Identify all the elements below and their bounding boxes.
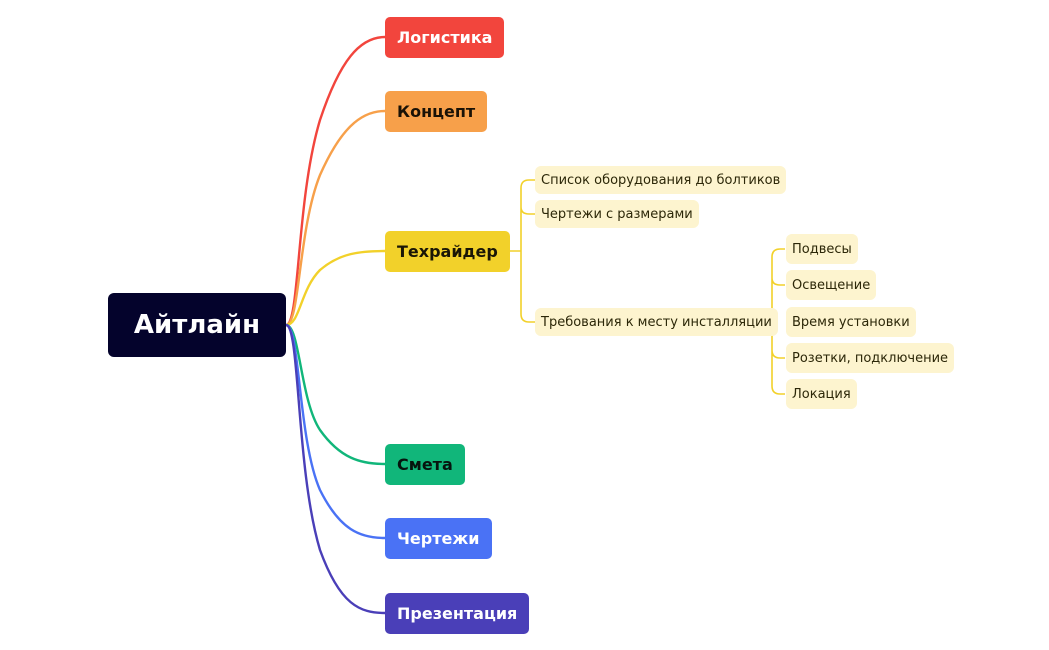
root-node[interactable]: Айтлайн [108, 293, 286, 357]
techrider-item-installation-requirements[interactable]: Требования к месту инсталляции [535, 308, 778, 336]
techrider-item-drawings-dimensions[interactable]: Чертежи с размерами [535, 200, 699, 228]
connector-root-logistika [285, 35, 386, 327]
connector-techrider-items [509, 179, 536, 323]
connector-root-techrider [285, 249, 386, 327]
branch-logistika[interactable]: Логистика [385, 17, 505, 58]
connector-root-smeta [285, 323, 386, 466]
requirement-item-osveshchenie[interactable]: Освещение [786, 270, 877, 300]
branch-kontsept[interactable]: Концепт [385, 91, 488, 132]
branch-chertezhi[interactable]: Чертежи [385, 518, 492, 559]
techrider-item-equipment-list[interactable]: Список оборудования до болтиков [535, 166, 787, 194]
branch-smeta[interactable]: Смета [385, 444, 465, 485]
connector-root-kontsept [285, 109, 386, 327]
requirement-item-podvesy[interactable]: Подвесы [786, 234, 858, 264]
requirement-item-rozetki[interactable]: Розетки, подключение [786, 343, 955, 373]
requirement-item-lokatsiya[interactable]: Локация [786, 379, 857, 409]
connector-root-prezentatsiya [285, 323, 386, 615]
requirement-item-vremya-ustanovki[interactable]: Время установки [786, 307, 916, 337]
branch-prezentatsiya[interactable]: Презентация [385, 593, 530, 634]
branch-techrider[interactable]: Техрайдер [385, 231, 510, 272]
